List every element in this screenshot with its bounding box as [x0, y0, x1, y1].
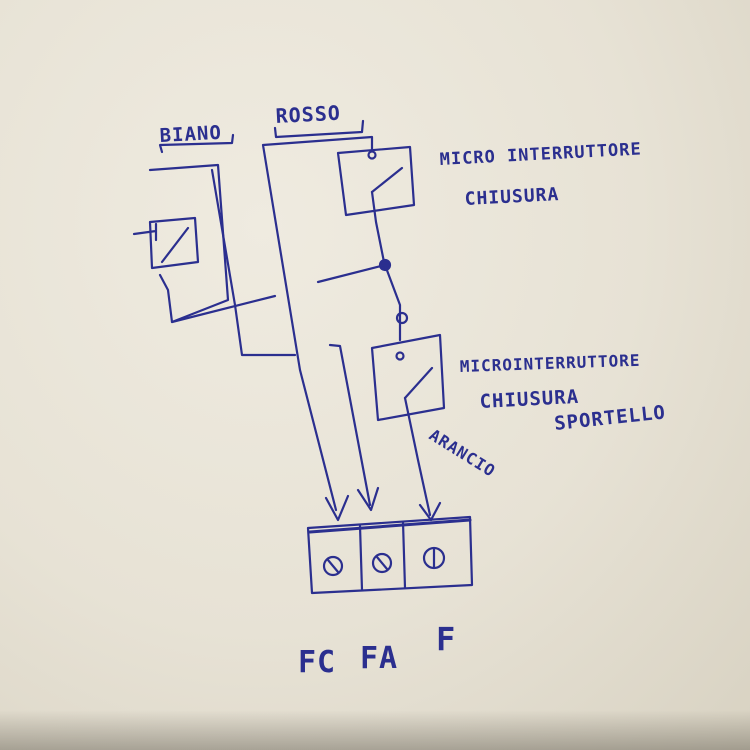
arrow-fc — [324, 494, 350, 522]
bottom-switch-box — [370, 333, 446, 422]
top-switch-down — [370, 190, 386, 264]
biano-wire-down — [210, 168, 297, 357]
terminal-block — [306, 515, 474, 595]
junction-down — [383, 263, 402, 342]
left-switch-box — [148, 216, 200, 270]
arrow-fa — [356, 486, 380, 512]
label-bottom-switch-1: MICROINTERRUTTORE — [459, 351, 640, 376]
left-wire-horizontal — [170, 294, 277, 324]
screw-icon-fa — [371, 552, 393, 574]
rosso-wire — [261, 135, 374, 512]
top-switch-contact — [367, 150, 377, 160]
bottom-switch-lever — [403, 366, 434, 400]
terminal-divider-1 — [358, 524, 364, 592]
label-biano: BIANO — [159, 122, 222, 147]
label-arancio: ARANCIO — [426, 425, 499, 481]
label-top-switch-2: CHIUSURA — [464, 184, 560, 210]
terminal-label-f: F — [436, 620, 456, 658]
rosso-bracket — [273, 119, 365, 139]
junction-left — [316, 263, 387, 284]
left-switch-outline — [148, 163, 230, 324]
biano-bracket — [158, 133, 235, 154]
fuse-loop — [395, 311, 409, 325]
top-switch-lever — [370, 166, 404, 194]
label-rosso: ROSSO — [275, 101, 341, 128]
left-switch-lever — [160, 226, 190, 264]
left-switch-tick — [132, 222, 158, 242]
terminal-top-edge — [308, 518, 472, 534]
terminal-divider-2 — [401, 520, 407, 590]
label-bottom-switch-2: CHIUSURA — [479, 386, 580, 413]
screw-icon-fc — [322, 555, 344, 577]
terminal-label-fc: FC — [298, 645, 336, 680]
arancio-wire — [403, 396, 432, 517]
top-switch-box — [336, 145, 416, 217]
bottom-shadow — [0, 710, 750, 750]
terminal-label-fa: FA — [360, 641, 398, 676]
fa-wire — [328, 343, 372, 507]
label-top-switch-1: MICRO INTERRUTTORE — [439, 139, 642, 170]
bottom-switch-contact — [395, 351, 405, 361]
